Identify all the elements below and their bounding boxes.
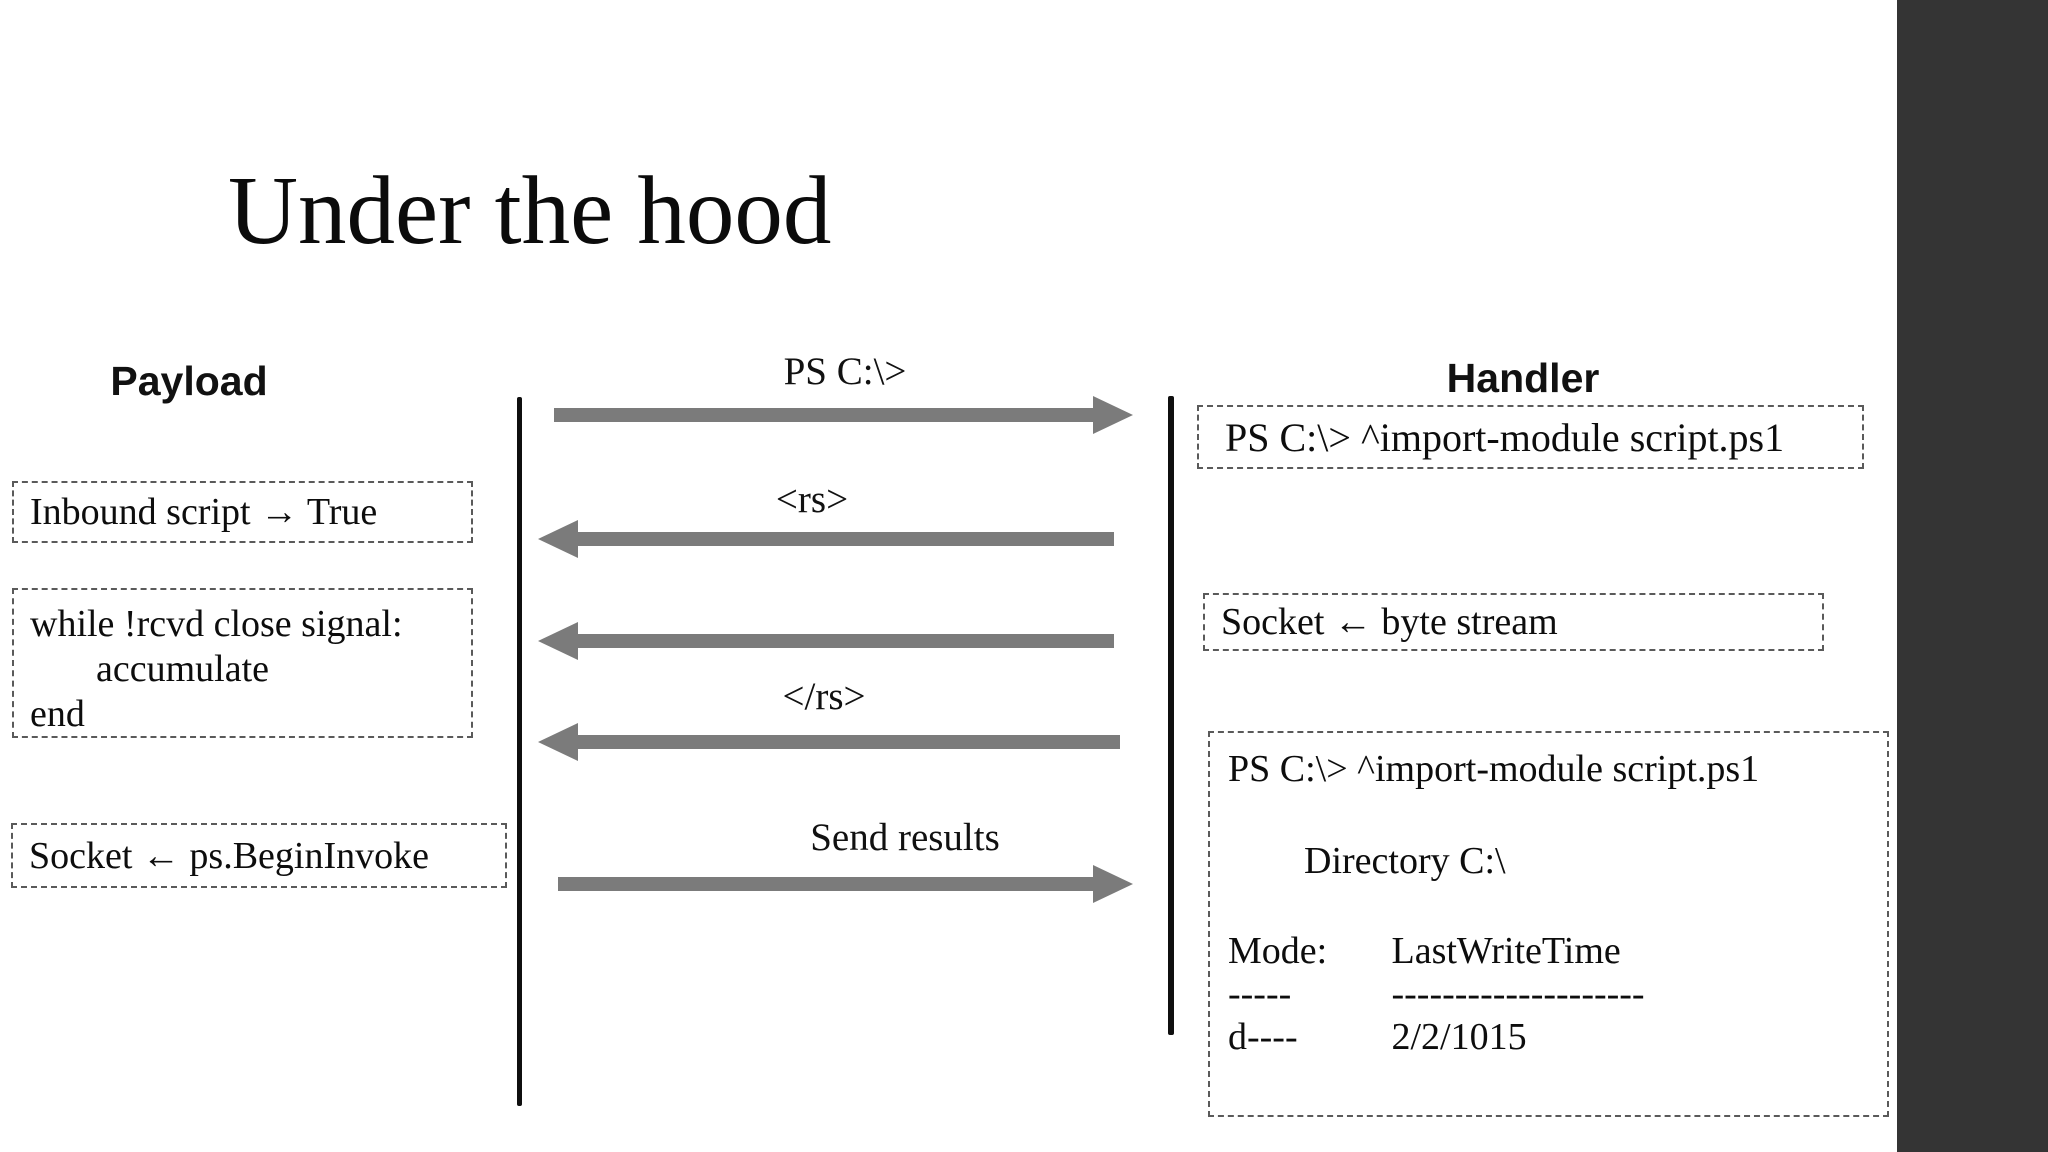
handler-socket-text: Socket ← byte stream: [1221, 601, 1558, 643]
while-loop-line: accumulate: [96, 648, 270, 690]
table-row: ----- --------------------: [1228, 973, 1887, 1016]
mode-value: d----: [1228, 1016, 1298, 1058]
payload-socket-box: Socket ← ps.BeginInvoke: [11, 823, 507, 888]
message-label: Send results: [810, 816, 1000, 859]
arrow-left-icon: [578, 634, 1114, 648]
lastwritetime-value: 2/2/1015: [1391, 1016, 1527, 1058]
while-loop-line: while !rcvd close signal:: [30, 603, 403, 645]
handler-output-directory: Directory C:\: [1304, 840, 1506, 882]
handler-output-box: PS C:\> ^import-module script.ps1 Direct…: [1208, 731, 1889, 1117]
handler-column-label: Handler: [1446, 355, 1600, 401]
mode-divider: -----: [1228, 973, 1292, 1015]
arrowhead-left-icon: [538, 723, 578, 761]
handler-import-box: PS C:\> ^import-module script.ps1: [1197, 405, 1864, 469]
handler-socket-box: Socket ← byte stream: [1203, 593, 1824, 651]
handler-import-text: PS C:\> ^import-module script.ps1: [1225, 414, 1785, 460]
arrow-left-icon: [578, 735, 1120, 749]
handler-output-table: Mode: LastWriteTime ----- --------------…: [1228, 930, 1887, 1059]
payload-column-label: Payload: [110, 358, 268, 404]
arrow-right-icon: [554, 408, 1094, 422]
message-label: </rs>: [782, 675, 866, 718]
handler-lifeline: [1168, 396, 1174, 1035]
message-label: <rs>: [775, 478, 849, 521]
arrowhead-right-icon: [1093, 396, 1133, 434]
payload-inbound-script-text: Inbound script → True: [30, 491, 378, 533]
lastwritetime-header: LastWriteTime: [1391, 930, 1621, 972]
arrow-right-icon: [558, 877, 1093, 891]
handler-output-prompt: PS C:\> ^import-module script.ps1: [1228, 748, 1760, 790]
table-row: d---- 2/2/1015: [1228, 1016, 1887, 1059]
slide-title: Under the hood: [228, 157, 832, 264]
payload-socket-text: Socket ← ps.BeginInvoke: [29, 834, 430, 877]
payload-inbound-script-box: Inbound script → True: [12, 481, 473, 543]
payload-lifeline: [517, 397, 522, 1106]
arrowhead-left-icon: [538, 520, 578, 558]
lastwritetime-divider: --------------------: [1391, 973, 1645, 1015]
mode-header: Mode:: [1228, 930, 1328, 972]
slide-side-panel: [1897, 0, 2048, 1152]
payload-while-loop-box: while !rcvd close signal: accumulate end: [12, 588, 473, 738]
arrow-left-icon: [578, 532, 1114, 546]
arrowhead-right-icon: [1093, 865, 1133, 903]
arrowhead-left-icon: [538, 622, 578, 660]
table-row: Mode: LastWriteTime: [1228, 930, 1887, 973]
while-loop-line: end: [30, 693, 85, 735]
message-label: PS C:\>: [783, 350, 907, 393]
